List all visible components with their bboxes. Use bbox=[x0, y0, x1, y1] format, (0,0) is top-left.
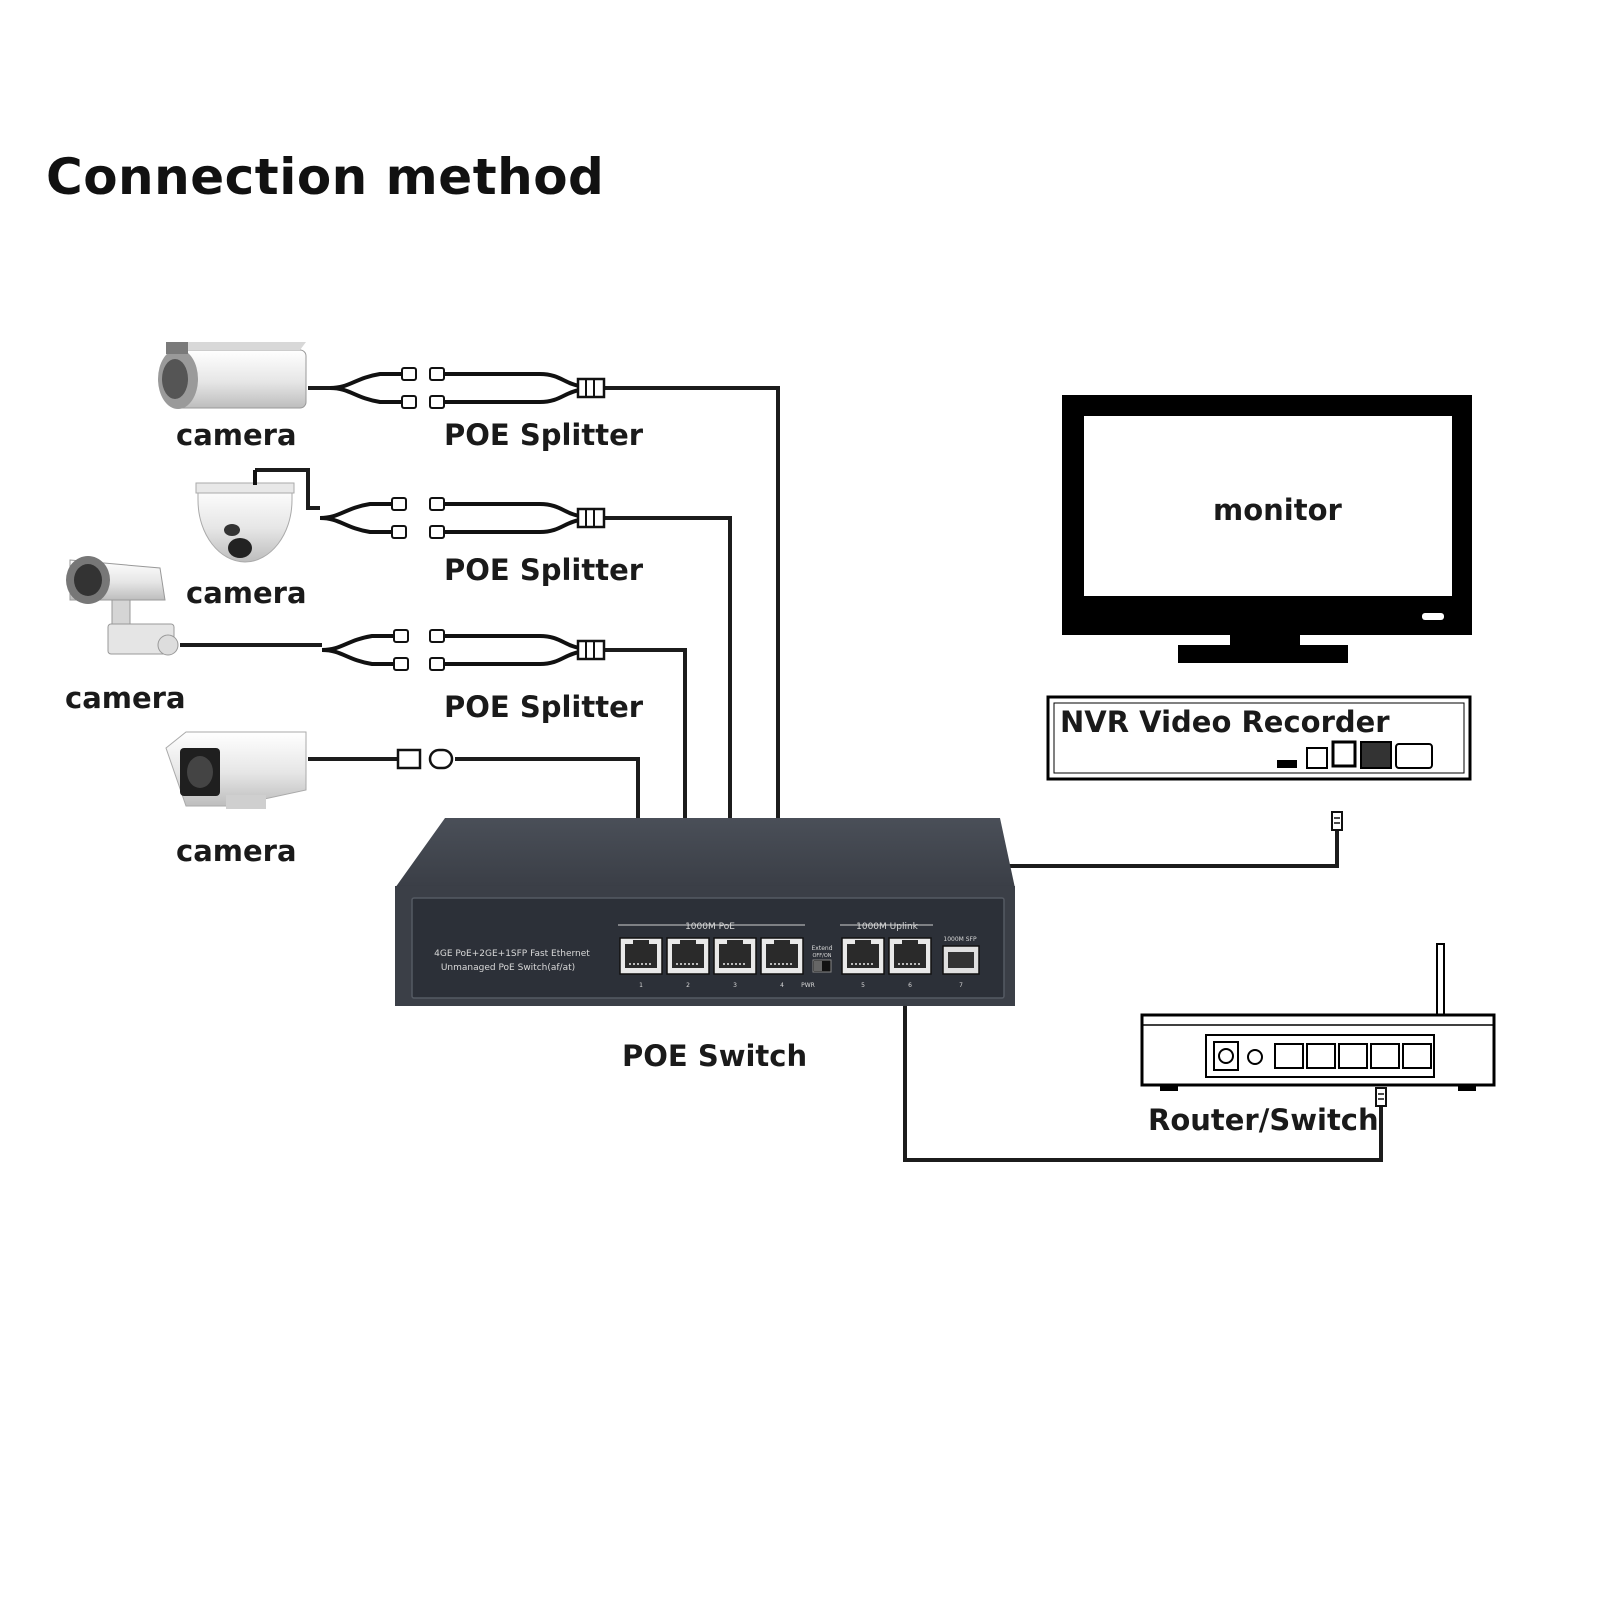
box-camera-icon bbox=[165, 731, 307, 809]
camera-label: camera bbox=[176, 418, 297, 452]
cable-2 bbox=[600, 516, 732, 852]
monitor-label: monitor bbox=[1213, 493, 1342, 527]
camera-label: camera bbox=[186, 576, 307, 610]
router-label: Router/Switch bbox=[1148, 1103, 1379, 1137]
port-number: 5 bbox=[861, 982, 865, 989]
cable-router bbox=[903, 1005, 1383, 1162]
port-number: 3 bbox=[733, 982, 737, 989]
poe-splitter-label: POE Splitter bbox=[444, 690, 644, 724]
dome-camera-icon bbox=[195, 470, 295, 563]
nvr-icon bbox=[1046, 695, 1472, 781]
cable-1 bbox=[600, 386, 780, 852]
port-number: 7 bbox=[959, 982, 963, 989]
nvr-label: NVR Video Recorder bbox=[1060, 705, 1390, 739]
page-title: Connection method bbox=[46, 148, 605, 206]
port-number: 4 bbox=[780, 982, 784, 989]
pwr-label: PWR bbox=[801, 982, 815, 989]
poe-splitter-icon bbox=[320, 628, 606, 672]
uplink-group-label: 1000M Uplink bbox=[856, 922, 919, 932]
ptz-camera-icon bbox=[66, 556, 179, 656]
poe-group-label: 1000M PoE bbox=[685, 922, 735, 932]
switch-panel-text: 4GE PoE+2GE+1SFP Fast Ethernet Unmanaged… bbox=[434, 922, 977, 989]
port-number: 2 bbox=[686, 982, 690, 989]
poe-splitter-icon bbox=[328, 366, 606, 410]
monitor-icon bbox=[1062, 395, 1472, 663]
bullet-camera-icon bbox=[158, 342, 307, 409]
poe-switch-icon bbox=[395, 818, 1015, 1006]
port-number: 6 bbox=[908, 982, 912, 989]
router-icon bbox=[1140, 943, 1496, 1091]
sfp-group-label: 1000M SFP bbox=[943, 936, 977, 943]
cable-3 bbox=[600, 648, 687, 852]
poe-splitter-icon bbox=[318, 496, 606, 540]
camera-label: camera bbox=[65, 681, 186, 715]
extend-label-1: Extend bbox=[812, 945, 833, 952]
poe-splitter-label: POE Splitter bbox=[444, 553, 644, 587]
switch-model-line2: Unmanaged PoE Switch(af/at) bbox=[441, 963, 575, 973]
camera-label: camera bbox=[176, 834, 297, 868]
poe-switch-label: POE Switch bbox=[622, 1039, 808, 1073]
rj45-connector-icon bbox=[396, 748, 454, 770]
extend-label-2: OFF/ON bbox=[812, 953, 831, 959]
switch-model-line1: 4GE PoE+2GE+1SFP Fast Ethernet bbox=[434, 949, 590, 959]
port-number: 1 bbox=[639, 982, 643, 989]
poe-splitter-label: POE Splitter bbox=[444, 418, 644, 452]
